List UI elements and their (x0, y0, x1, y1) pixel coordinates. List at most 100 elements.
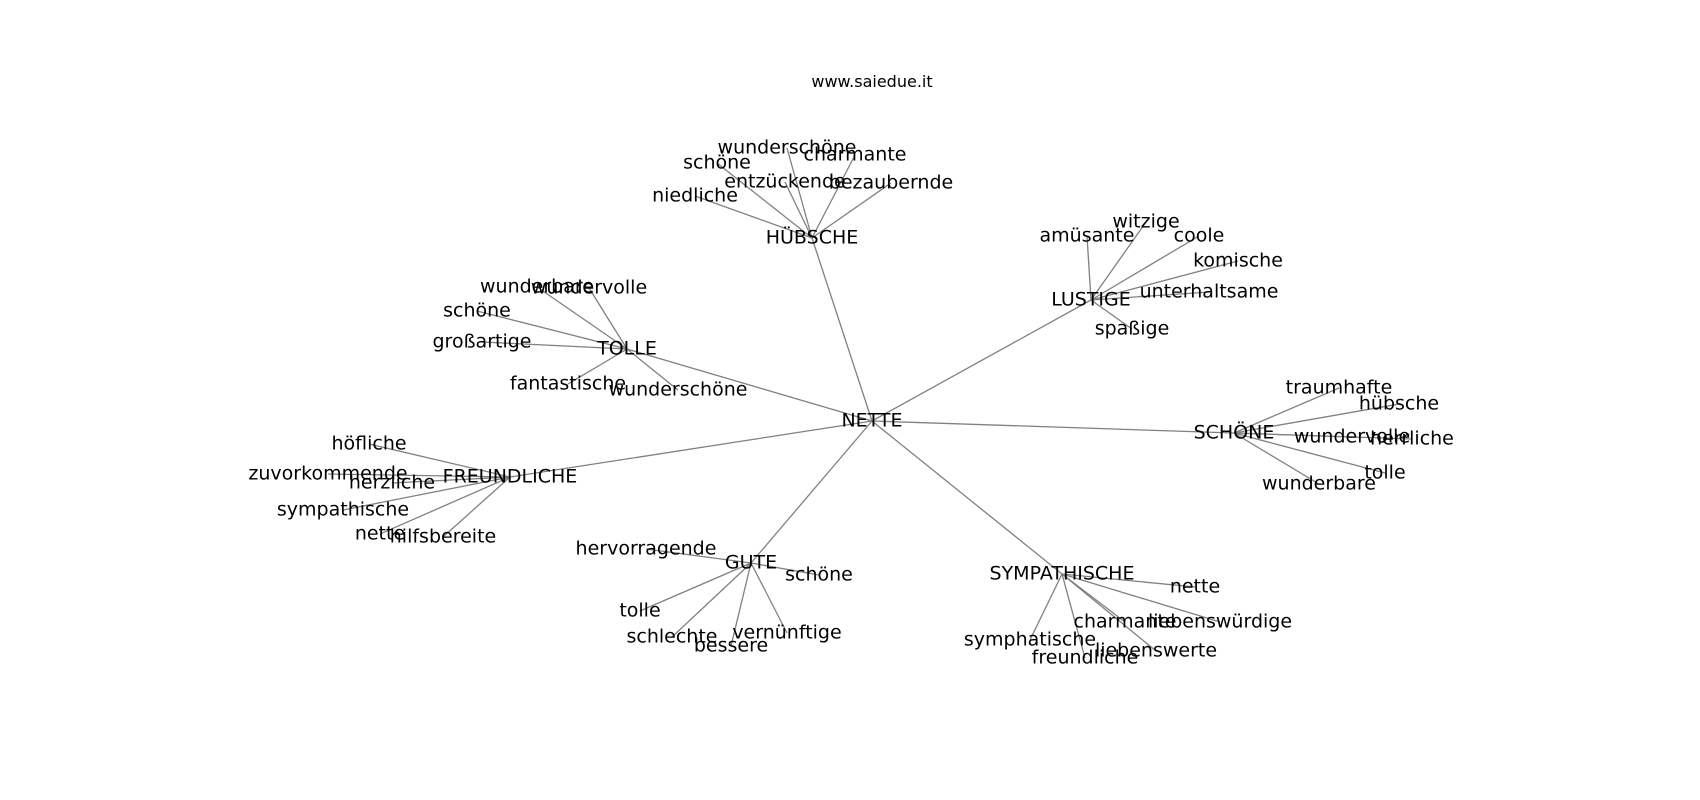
edge-huebsche-to-schoene (716, 162, 813, 239)
edge-schoene-to-herrliche (1233, 432, 1413, 440)
leaf-node-gute-hervorragende: hervorragende (576, 538, 717, 560)
leaf-node-tolle-grossartige: großartige (433, 331, 532, 353)
edge-huebsche-to-niedliche (694, 195, 813, 239)
hub-node-gute: GUTE (725, 552, 777, 574)
graph-labels: NETTEHÜBSCHEwunderschönecharmanteschönee… (248, 137, 1453, 669)
leaf-node-tolle-schoene: schöne (443, 300, 511, 322)
edge-gute-to-tolle (639, 562, 752, 612)
edge-freundliche-to-sympathische (342, 476, 511, 511)
leaf-node-lustige-komische: komische (1193, 250, 1283, 272)
leaf-node-sympathische-liebenswuerdige: liebenswürdige (1148, 611, 1292, 633)
hub-node-huebsche: HÜBSCHE (766, 226, 859, 249)
leaf-node-freundliche-herzliche: herzliche (349, 472, 435, 494)
leaf-node-huebsche-wunderschoene: wunderschöne (718, 137, 857, 159)
edge-schoene-to-traumhafte (1233, 387, 1340, 434)
leaf-node-huebsche-niedliche: niedliche (652, 185, 738, 207)
edge-center-to-tolle (626, 348, 873, 422)
leaf-node-freundliche-zuvorkommende: zuvorkommende (248, 463, 407, 485)
leaf-node-lustige-amuesante: amüsante (1040, 225, 1135, 247)
edge-center-to-huebsche (811, 237, 873, 422)
leaf-node-lustige-spassige: spaßige (1095, 318, 1170, 340)
edge-freundliche-to-herzliche (391, 476, 511, 484)
leaf-node-freundliche-hoefliche: höfliche (331, 433, 406, 455)
leaf-node-tolle-wunderbare: wunderbare (480, 276, 594, 298)
leaf-node-huebsche-entzueckende: entzückende (724, 171, 845, 193)
edge-freundliche-to-hilfsbereite (442, 476, 511, 538)
edge-huebsche-to-entzueckende (784, 181, 813, 239)
edge-center-to-freundliche (509, 420, 873, 478)
edge-freundliche-to-nette (379, 476, 511, 535)
edge-freundliche-to-zuvorkommende (327, 473, 511, 478)
edge-tolle-to-wunderschoene (626, 348, 679, 391)
leaf-node-schoene-wundervolle: wundervolle (1294, 426, 1410, 448)
edge-huebsche-to-charmante (811, 154, 856, 239)
edge-huebsche-to-bezaubernde (811, 182, 892, 239)
edge-sympathische-to-freundliche (1061, 573, 1086, 659)
edge-sympathische-to-liebenswuerdige (1061, 573, 1221, 623)
leaf-node-schoene-traumhafte: traumhafte (1286, 377, 1393, 399)
leaf-node-sympathische-liebenswerte: liebenswerte (1095, 640, 1217, 662)
edge-tolle-to-schoene (476, 310, 628, 350)
leaf-node-tolle-fantastische: fantastische (510, 373, 626, 395)
leaf-node-gute-tolle: tolle (619, 600, 660, 622)
edge-lustige-to-komische (1090, 260, 1239, 301)
leaf-node-lustige-unterhaltsame: unterhaltsame (1140, 281, 1279, 303)
edge-gute-to-schlechte (671, 562, 752, 638)
hub-node-schoene: SCHÖNE (1194, 421, 1275, 444)
edge-lustige-to-coole (1090, 235, 1200, 301)
leaf-node-lustige-witzige: witzige (1112, 211, 1179, 233)
edge-gute-to-vernuenftige (750, 562, 788, 634)
edge-schoene-to-huebsche (1233, 403, 1400, 434)
leaf-node-freundliche-hilfsbereite: hilfsbereite (390, 526, 496, 548)
hub-node-freundliche: FREUNDLICHE (443, 466, 578, 488)
leaf-node-tolle-wundervolle: wundervolle (531, 277, 647, 299)
edge-huebsche-to-wunderschoene (786, 147, 813, 239)
leaf-node-freundliche-nette: nette (355, 523, 405, 545)
edge-lustige-to-witzige (1090, 221, 1147, 301)
leaf-node-freundliche-sympathische: sympathische (277, 499, 409, 521)
hub-node-lustige: LUSTIGE (1051, 289, 1131, 311)
leaf-node-gute-schlechte: schlechte (627, 626, 718, 648)
edge-center-to-gute (750, 420, 873, 564)
edge-gute-to-schoene (750, 562, 820, 576)
leaf-node-sympathische-nette: nette (1170, 576, 1220, 598)
leaf-node-sympathische-symphatische: symphatische (964, 629, 1096, 651)
leaf-node-huebsche-charmante: charmante (804, 144, 907, 166)
leaf-node-huebsche-schoene: schöne (683, 152, 751, 174)
edge-schoene-to-wunderbare (1233, 432, 1320, 485)
watermark-text: www.saiedue.it (811, 72, 933, 91)
edge-center-to-lustige (871, 299, 1092, 422)
edge-sympathische-to-liebenswerte (1061, 573, 1157, 652)
edge-sympathische-to-symphatische (1029, 573, 1063, 641)
edge-sympathische-to-nette (1061, 573, 1196, 588)
leaf-node-lustige-coole: coole (1174, 225, 1225, 247)
hub-node-sympathische: SYMPATHISCHE (990, 563, 1135, 585)
edge-schoene-to-tolle (1233, 432, 1386, 474)
edge-center-to-sympathische (871, 420, 1063, 575)
leaf-node-schoene-huebsche: hübsche (1359, 393, 1439, 415)
leaf-node-sympathische-charmante: charmante (1074, 611, 1177, 633)
edge-gute-to-hervorragende (645, 548, 752, 564)
edge-tolle-to-wundervolle (588, 287, 628, 350)
edge-lustige-to-amuesante (1086, 235, 1092, 301)
hub-node-tolle: TOLLE (596, 338, 657, 360)
leaf-node-huebsche-bezaubernde: bezaubernde (829, 172, 953, 194)
edge-lustige-to-unterhaltsame (1090, 291, 1210, 301)
graph-edges (327, 147, 1413, 659)
edge-freundliche-to-hoefliche (368, 443, 511, 478)
edge-gute-to-bessere (730, 562, 752, 647)
center-node-label: NETTE (841, 410, 902, 432)
leaf-node-sympathische-freundliche: freundliche (1032, 647, 1139, 669)
leaf-node-schoene-tolle: tolle (1364, 462, 1405, 484)
leaf-node-schoene-wunderbare: wunderbare (1262, 473, 1376, 495)
edge-tolle-to-wunderbare (536, 286, 628, 350)
edge-tolle-to-grossartige (481, 341, 628, 350)
leaf-node-gute-vernuenftige: vernünftige (732, 622, 841, 644)
edge-tolle-to-fantastische (567, 348, 628, 385)
edge-center-to-schoene (871, 420, 1235, 434)
leaf-node-schoene-herrliche: herrliche (1370, 428, 1454, 450)
edge-lustige-to-spassige (1090, 299, 1133, 330)
leaf-node-gute-schoene: schöne (785, 564, 853, 586)
leaf-node-gute-bessere: bessere (694, 635, 768, 657)
